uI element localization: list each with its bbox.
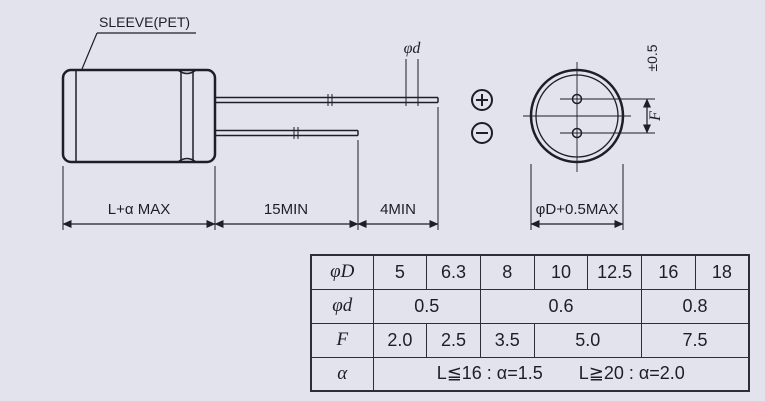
row-label-lead-spacing: F — [310, 322, 374, 358]
alpha-note: L≦16 : α=1.5 L≧20 : α=2.0 — [372, 356, 750, 392]
table-row-diameter: φD 5 6.3 8 10 12.5 16 18 — [310, 254, 750, 290]
diameter-value: 18 — [694, 254, 750, 290]
lead-diameter-callout: φd — [404, 40, 422, 106]
lead-length-dimension-label: 15MIN — [264, 201, 308, 218]
lead-spacing-value: 5.0 — [533, 322, 643, 358]
lead-spacing-value: 2.0 — [372, 322, 428, 358]
diameter-value: 8 — [479, 254, 535, 290]
sleeve-label: SLEEVE(PET) — [99, 14, 190, 30]
body-length-dimension-label: L+α MAX — [108, 201, 170, 218]
dimension-table: φD 5 6.3 8 10 12.5 16 18 φd 0.5 0.6 0.8 … — [310, 254, 750, 392]
negative-lead — [215, 127, 359, 139]
diameter-value: 16 — [641, 254, 696, 290]
table-row-lead-spacing: F 2.0 2.5 3.5 5.0 7.5 — [310, 322, 750, 358]
sleeve-diameter-dimension-label: φD+0.5MAX — [536, 201, 619, 218]
end-view: F ±0.5 — [523, 44, 664, 172]
lead-spacing-value: 2.5 — [426, 322, 481, 358]
sleeve-callout: SLEEVE(PET) — [81, 14, 196, 70]
row-label-alpha: α — [310, 356, 374, 392]
row-label-lead-diameter: φd — [310, 288, 374, 324]
positive-lead — [215, 94, 439, 106]
diameter-value: 12.5 — [587, 254, 643, 290]
capacitor-body-outline — [61, 68, 217, 164]
lead-spacing-value: 7.5 — [641, 322, 750, 358]
dimension-annotations: L+α MAX 15MIN 4MIN φD+0.5MAX — [62, 107, 624, 230]
row-label-diameter: φD — [310, 254, 374, 290]
diameter-value: 10 — [533, 254, 589, 290]
lead-spacing-tolerance-label: ±0.5 — [644, 44, 660, 71]
polarity-minus-icon — [471, 122, 493, 144]
lead-diameter-label: φd — [404, 40, 422, 57]
lead-tip-dimension-label: 4MIN — [380, 201, 416, 218]
table-row-lead-diameter: φd 0.5 0.6 0.8 — [310, 288, 750, 324]
table-row-alpha: α L≦16 : α=1.5 L≧20 : α=2.0 — [310, 356, 750, 392]
lead-spacing-value: 3.5 — [479, 322, 535, 358]
lead-diameter-value: 0.5 — [372, 288, 481, 324]
lead-diameter-value: 0.6 — [479, 288, 643, 324]
polarity-plus-icon — [471, 89, 493, 111]
diameter-value: 6.3 — [426, 254, 481, 290]
lead-spacing-label: F — [647, 111, 664, 122]
side-view — [61, 68, 439, 164]
crimp-dip-bottom — [177, 157, 197, 163]
crimp-dip-top — [177, 69, 197, 75]
diameter-value: 5 — [372, 254, 428, 290]
lead-diameter-value: 0.8 — [641, 288, 750, 324]
